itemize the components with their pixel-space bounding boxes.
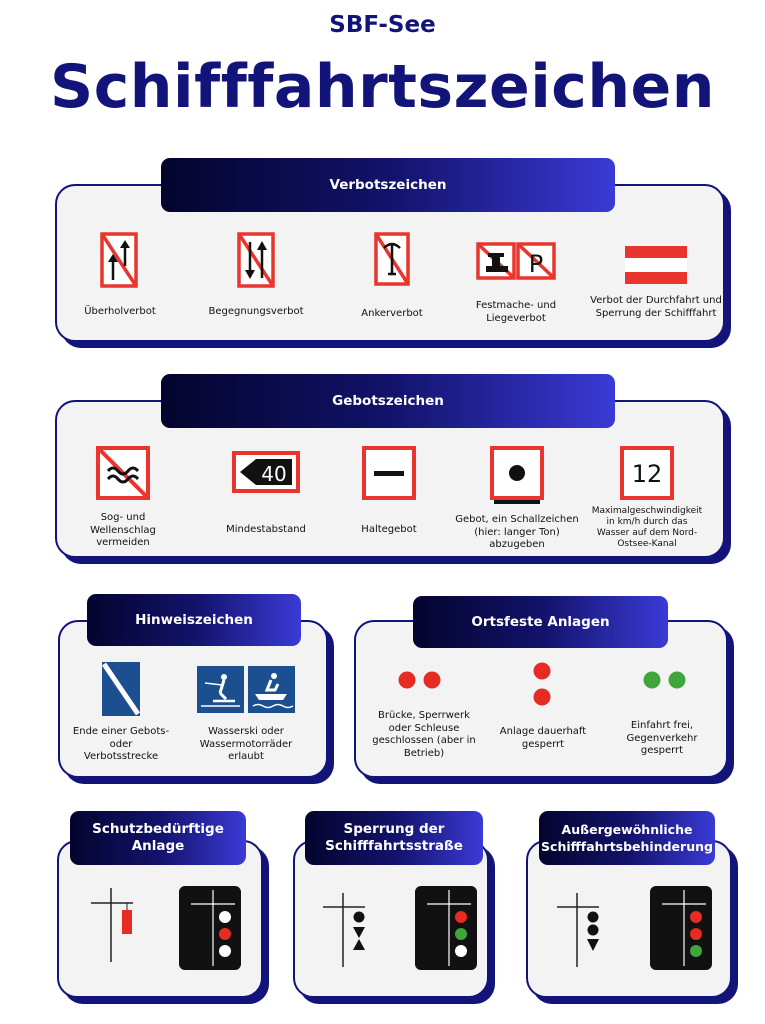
- min-distance-value: 40: [261, 462, 286, 486]
- label-festmacheverbot: Festmache- und Liegeverbot: [475, 300, 557, 324]
- label-bruecke-geschlossen: Brücke, Sperrwerk oder Schleuse geschlos…: [372, 710, 476, 759]
- avoid-wash-sign: [96, 446, 150, 500]
- ortsfeste-header: Ortsfeste Anlagen: [413, 596, 668, 648]
- speed-limit-sign: 12: [620, 446, 674, 500]
- gebotszeichen-header: Gebotszeichen: [161, 374, 615, 428]
- hinweiszeichen-header: Hinweiszeichen: [87, 594, 301, 646]
- passage-prohibited-sign: [625, 246, 687, 284]
- label-dauerhaft-gesperrt: Anlage dauerhaft gesperrt: [499, 726, 587, 750]
- meeting-prohibited-sign: [237, 232, 275, 288]
- stop-sign: [362, 446, 416, 500]
- two-green-lights-horizontal: [642, 670, 688, 690]
- end-of-restriction-sign: [102, 662, 140, 716]
- sperrung-header: Sperrung der Schifffahrtsstraße: [305, 811, 483, 865]
- night-signal-red-green-green-white-icon: [415, 886, 477, 970]
- night-signal-red-red-green-icon: [650, 886, 712, 970]
- label-einfahrt-frei: Einfahrt frei, Gegenverkehr gesperrt: [626, 720, 698, 756]
- label-schallzeichen: Gebot, ein Schallzeichen (hier: langer T…: [455, 514, 579, 550]
- label-ankerverbot: Ankerverbot: [361, 308, 423, 319]
- overtaking-prohibited-sign: [100, 232, 138, 288]
- schutz-header: Schutzbedürftige Anlage: [70, 811, 246, 865]
- anchoring-prohibited-sign: [374, 232, 410, 286]
- waterski-jetski-sign: [197, 666, 295, 713]
- page-title: Schifffahrtszeichen: [50, 52, 715, 122]
- label-mindestabstand: Mindestabstand: [226, 524, 306, 535]
- night-signal-red-between-white-icon: [179, 886, 241, 970]
- behinderung-header: Außergewöhnliche Schifffahrtsbehinderung: [539, 811, 715, 865]
- verbotszeichen-header: Verbotszeichen: [161, 158, 615, 212]
- label-wasserski: Wasserski oder Wassermotorräder erlaubt: [199, 726, 293, 762]
- label-durchfahrtsverbot: Verbot der Durchfahrt und Sperrung der S…: [590, 295, 722, 319]
- mast-ball-diamond-icon: [323, 893, 367, 967]
- two-red-lights-horizontal: [397, 670, 443, 690]
- label-haltegebot: Haltegebot: [361, 524, 417, 535]
- label-sog: Sog- und Wellenschlag vermeiden: [90, 512, 156, 548]
- label-ende-strecke: Ende einer Gebots- oder Verbotsstrecke: [72, 726, 170, 762]
- svg-text:P: P: [529, 250, 543, 278]
- mooring-prohibited-sign: P: [476, 242, 556, 280]
- two-red-lights-vertical: [532, 661, 552, 707]
- label-begegnungsverbot: Begegnungsverbot: [208, 306, 304, 317]
- label-ueberholverbot: Überholverbot: [84, 306, 156, 317]
- minimum-distance-sign: 40: [232, 451, 300, 493]
- subtitle: SBF-See: [329, 12, 436, 38]
- speed-limit-value: 12: [632, 460, 663, 488]
- sound-signal-sign: [490, 446, 544, 506]
- mast-red-flag-icon: [91, 888, 135, 962]
- label-maximalgeschwindigkeit: Maximalgeschwindigkeit in km/h durch das…: [591, 506, 703, 549]
- mast-ball-ball-cone-icon: [557, 893, 601, 967]
